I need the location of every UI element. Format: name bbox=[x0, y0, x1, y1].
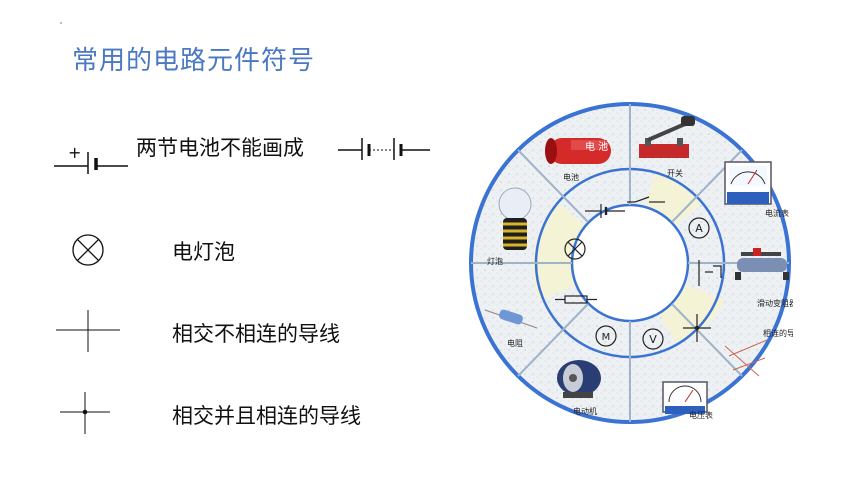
wheel-label-rheostat: 滑动变阻器 bbox=[757, 298, 793, 308]
ammeter-symbol-text: A bbox=[695, 222, 703, 235]
wheel-label-voltmeter: 电压表 bbox=[689, 410, 713, 420]
crossing-wires-label: 相交不相连的导线 bbox=[172, 322, 340, 346]
motor-symbol-text: M bbox=[602, 332, 611, 343]
switch-picture bbox=[639, 116, 695, 158]
battery-note-label: 两节电池不能画成 bbox=[136, 136, 304, 160]
double-battery-symbol bbox=[338, 138, 430, 160]
wheel-label-wires: 相连的导线 bbox=[763, 328, 793, 338]
wires-picture bbox=[724, 339, 768, 377]
wheel-label-switch: 开关 bbox=[667, 168, 683, 178]
corner-dot bbox=[60, 22, 62, 24]
connected-wires-symbol bbox=[60, 392, 110, 434]
voltmeter-symbol-text: V bbox=[649, 333, 657, 346]
ammeter-picture bbox=[724, 161, 772, 205]
resistor-picture bbox=[484, 309, 538, 329]
lamp-symbol bbox=[72, 234, 104, 266]
crossing-wires-symbol bbox=[56, 310, 120, 352]
wheel-label-battery: 电池 bbox=[563, 172, 579, 182]
connected-wires-label: 相交并且相连的导线 bbox=[172, 404, 361, 428]
wheel-label-motor: 电动机 bbox=[573, 406, 597, 416]
slide-title: 常用的电路元件符号 bbox=[72, 46, 316, 76]
battery-symbol: + bbox=[54, 143, 128, 174]
lamp-label: 电灯泡 bbox=[172, 240, 235, 264]
voltmeter-picture bbox=[662, 381, 708, 414]
motor-picture bbox=[557, 360, 601, 398]
wheel-label-ammeter: 电流表 bbox=[765, 208, 789, 218]
wheel-label-bulb: 灯泡 bbox=[487, 256, 503, 266]
battery-picture-text: 电 池 bbox=[585, 140, 608, 153]
bulb-picture bbox=[498, 187, 532, 250]
wheel-label-resistor: 电阻 bbox=[507, 338, 523, 348]
component-wheel: A V M 电 池 bbox=[469, 102, 793, 424]
battery-picture: 电 池 bbox=[545, 138, 611, 164]
battery-plus-sign: + bbox=[68, 143, 81, 162]
rheostat-picture bbox=[735, 248, 789, 280]
